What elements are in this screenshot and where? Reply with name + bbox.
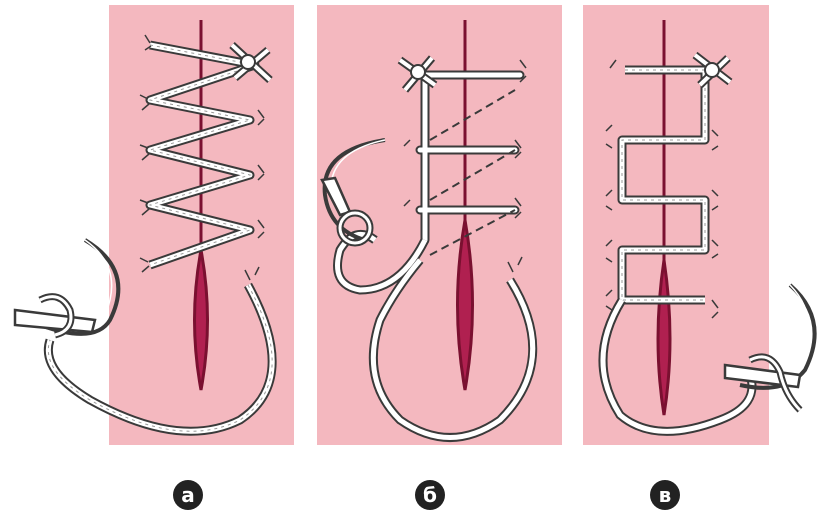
panel-b-wound	[458, 220, 473, 390]
panel-c	[583, 5, 815, 445]
panel-b-label: б	[415, 480, 445, 510]
panel-a	[15, 5, 294, 445]
panel-a-curved-needle-icon	[15, 240, 118, 335]
panel-a-label: а	[173, 480, 203, 510]
panel-b	[317, 5, 562, 445]
panel-a-label-text: а	[181, 483, 195, 507]
panel-b-label-text: б	[423, 483, 437, 507]
panel-a-wound	[195, 250, 208, 390]
panel-c-label-text: в	[659, 483, 672, 507]
panel-c-label: в	[650, 480, 680, 510]
panel-c-wound	[658, 260, 670, 415]
